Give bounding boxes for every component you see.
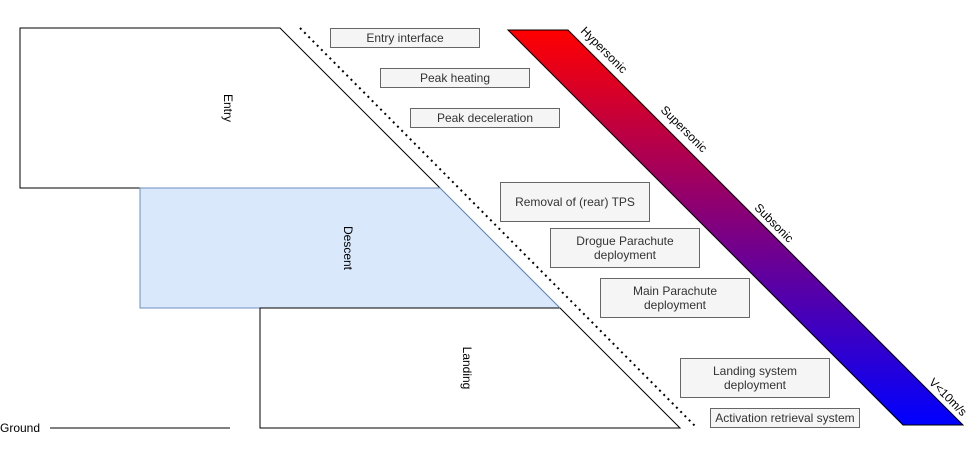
ground-label: Ground: [0, 421, 41, 435]
event-landing-system: Landing system deployment: [680, 358, 830, 398]
landing-phase-label: Landing: [460, 346, 474, 390]
entry-phase-label: Entry: [221, 93, 235, 123]
descent-phase-label: Descent: [341, 225, 355, 271]
event-drogue-parachute: Drogue Parachute deployment: [550, 228, 700, 268]
event-peak-heating: Peak heating: [380, 68, 530, 88]
event-removal-tps: Removal of (rear) TPS: [500, 182, 650, 222]
event-entry-interface: Entry interface: [330, 28, 480, 48]
trajectory-dotted-line: [299, 27, 698, 429]
event-peak-deceleration: Peak deceleration: [410, 108, 560, 128]
event-activation-retrieval: Activation retrieval system: [710, 408, 860, 428]
landing-phase-shape: [259, 307, 682, 429]
descent-diagonal-edge: [439, 187, 561, 309]
event-main-parachute: Main Parachute deployment: [600, 278, 750, 318]
speed-regime-band: [506, 29, 965, 426]
